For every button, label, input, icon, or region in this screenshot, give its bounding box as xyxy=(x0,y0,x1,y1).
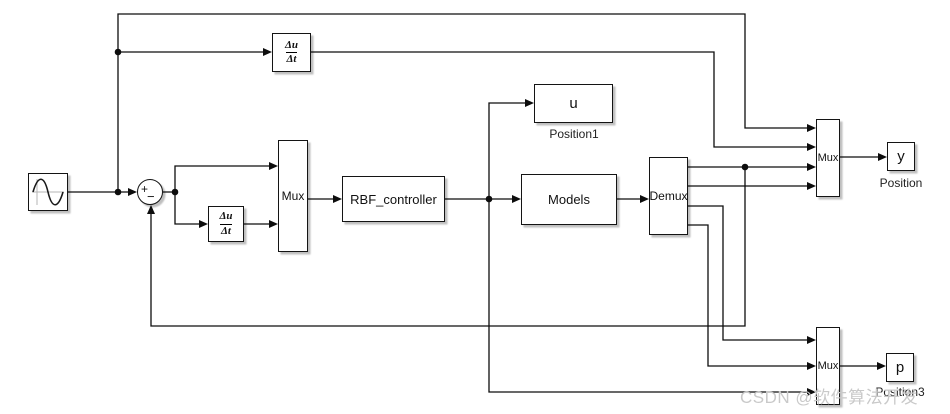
display-y-label: y xyxy=(897,148,905,165)
derivative-ref-block[interactable]: Δu Δt xyxy=(272,33,311,72)
display-p-caption: Position3 xyxy=(875,385,925,399)
csdn-watermark: CSDN @软件算法开发 xyxy=(740,388,919,407)
wire-ymux-to-y[interactable] xyxy=(840,153,887,161)
demux-label: Demux xyxy=(649,189,688,203)
arrowhead xyxy=(128,188,137,196)
arrowhead xyxy=(807,388,816,396)
mux-input-block[interactable]: Mux xyxy=(278,140,308,252)
arrowhead xyxy=(807,336,816,344)
display-u-block[interactable]: u xyxy=(534,84,613,123)
derivative-numerator: Δu xyxy=(284,38,298,51)
derivative-fraction: Δu Δt xyxy=(285,39,298,66)
derivative-denominator: Δt xyxy=(285,52,298,65)
wire-sum-to-muxin1[interactable] xyxy=(163,162,278,193)
mux-p-label: Mux xyxy=(817,360,839,372)
wire-pmux-to-p[interactable] xyxy=(840,362,886,370)
wire-demux1-to-ymux[interactable] xyxy=(688,163,816,171)
branch-dot xyxy=(741,163,749,171)
wire-u-to-pmux[interactable] xyxy=(488,199,816,396)
wire-models-to-demux[interactable] xyxy=(617,195,649,203)
arrowhead xyxy=(269,220,278,228)
wire-reference-to-derivative[interactable] xyxy=(118,48,272,56)
wire-sum-to-derivative2[interactable] xyxy=(174,192,208,228)
models-label: Models xyxy=(548,192,590,207)
sum-junction[interactable]: + − xyxy=(137,179,163,205)
mux-y-block[interactable]: Mux xyxy=(816,119,840,197)
mux-input-label: Mux xyxy=(281,189,305,203)
wire-reference-to-ymux-line[interactable] xyxy=(117,13,807,192)
branch-dot xyxy=(114,188,122,196)
rbf-controller-block[interactable]: RBF_controller xyxy=(342,176,445,222)
wire-derivative2-to-muxin2[interactable] xyxy=(244,220,278,228)
arrowhead xyxy=(807,124,816,132)
wire-derivative-to-ymux[interactable] xyxy=(311,51,816,151)
branch-dot xyxy=(171,188,179,196)
sum-minus-sign: − xyxy=(147,189,155,204)
wire-feedback-to-sum[interactable] xyxy=(147,167,746,327)
arrowhead xyxy=(807,362,816,370)
mux-p-block[interactable]: Mux xyxy=(816,327,840,405)
display-y-caption: Position xyxy=(879,176,923,190)
wire-sum-to-derivative2-line[interactable] xyxy=(174,192,199,225)
arrowhead xyxy=(333,195,342,203)
sine-wave-icon xyxy=(32,178,64,206)
derivative-denominator: Δt xyxy=(220,223,232,237)
display-u-caption: Position1 xyxy=(549,127,599,141)
arrowhead xyxy=(807,163,816,171)
arrowhead xyxy=(199,220,208,228)
wire-demux2-to-ymux[interactable] xyxy=(688,182,816,190)
arrowhead xyxy=(807,182,816,190)
wire-demux4-to-pmux[interactable] xyxy=(688,224,816,370)
wire-demux3-to-pmux-line[interactable] xyxy=(688,205,807,341)
models-block[interactable]: Models xyxy=(521,174,617,225)
wire-u-to-pmux-line[interactable] xyxy=(488,199,807,393)
derivative-err-block[interactable]: Δu Δt xyxy=(208,206,244,242)
derivative-fraction: Δu Δt xyxy=(219,210,232,237)
display-p-block[interactable]: p xyxy=(886,353,914,382)
arrowhead xyxy=(269,162,278,170)
arrowhead xyxy=(878,153,887,161)
wire-reference-to-ymux[interactable] xyxy=(117,13,816,192)
rbf-controller-label: RBF_controller xyxy=(350,191,437,207)
arrowhead xyxy=(147,205,155,214)
wire-feedback-to-sum-line[interactable] xyxy=(150,167,746,327)
derivative-numerator: Δu xyxy=(219,210,233,223)
mux-y-label: Mux xyxy=(817,152,839,164)
wire-u-to-display[interactable] xyxy=(488,99,534,199)
demux-block[interactable]: Demux xyxy=(649,157,688,235)
arrowhead xyxy=(263,48,272,56)
wire-demux4-to-pmux-line[interactable] xyxy=(688,224,807,367)
branch-dot xyxy=(114,48,122,56)
display-u-label: u xyxy=(569,95,578,112)
wire-u-to-display-line[interactable] xyxy=(488,102,525,199)
arrowhead xyxy=(525,99,534,107)
arrowhead xyxy=(807,143,816,151)
wire-derivative-to-ymux-line[interactable] xyxy=(311,51,807,148)
wire-sum-to-muxin1-line[interactable] xyxy=(163,165,269,193)
wire-muxin-to-rbf[interactable] xyxy=(308,195,342,203)
arrowhead xyxy=(640,195,649,203)
sum-plus-sign: + xyxy=(141,182,149,196)
arrowhead xyxy=(512,195,521,203)
wire-sine-to-sum[interactable] xyxy=(68,188,137,196)
wire-demux3-to-pmux[interactable] xyxy=(688,205,816,344)
sine-wave-block[interactable] xyxy=(28,173,68,211)
display-p-label: p xyxy=(895,359,905,376)
wire-rbf-to-models[interactable] xyxy=(445,195,521,203)
branch-dot xyxy=(485,195,493,203)
arrowhead xyxy=(877,362,886,370)
display-y-block[interactable]: y xyxy=(887,142,915,171)
